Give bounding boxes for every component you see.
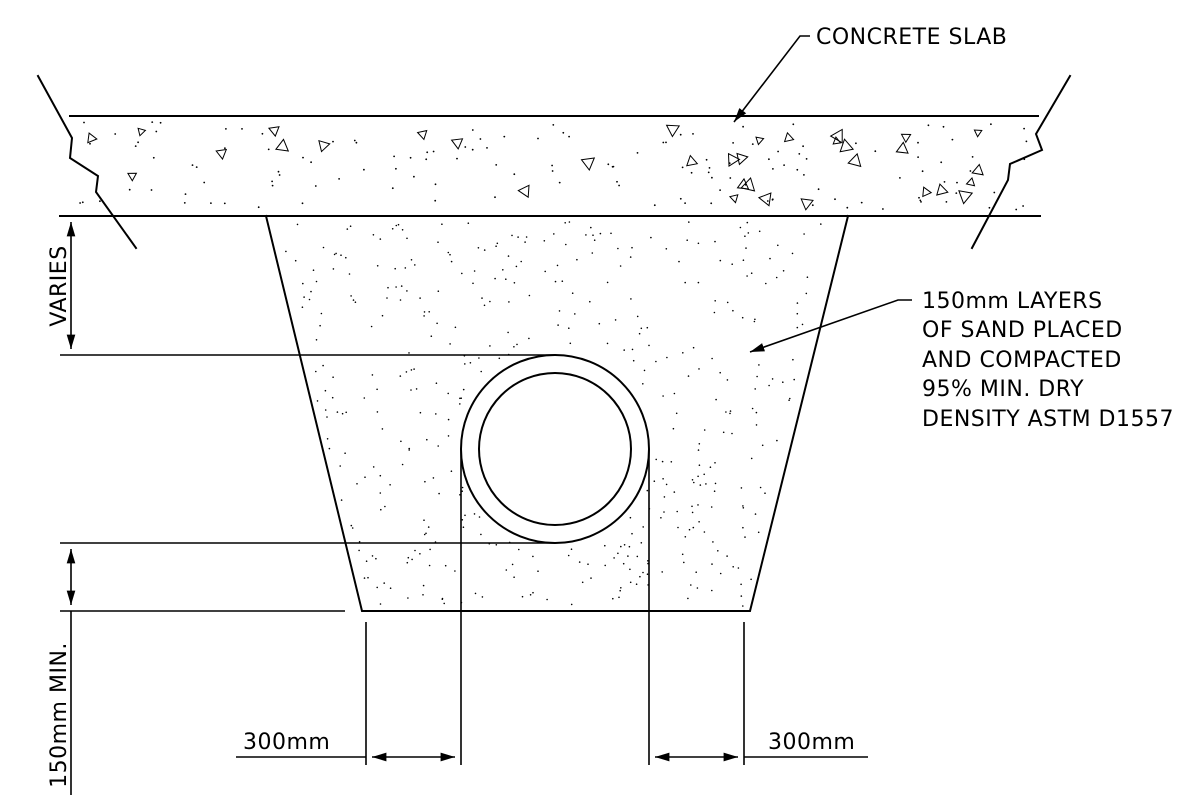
varies-dimension: VARIES: [47, 222, 76, 349]
bedding-dimension: 150mm MIN.: [47, 549, 76, 795]
sand-leader: 150mm LAYERS OF SAND PLACED AND COMPACTE…: [749, 289, 1174, 432]
sand-note-line-2: OF SAND PLACED: [922, 318, 1123, 343]
sand-backfill-trench: [264, 214, 850, 612]
sand-stipple-texture: [285, 221, 822, 607]
bedding-min-label: 150mm MIN.: [47, 642, 72, 788]
pipe: [460, 354, 650, 544]
slab-leader: CONCRETE SLAB: [733, 25, 1007, 123]
right-side-label: 300mm: [768, 730, 855, 755]
sand-note-line-4: 95% MIN. DRY: [922, 377, 1084, 402]
pipe-outer-wall: [460, 354, 650, 544]
right-break-line: [970, 74, 1072, 250]
sand-note-line-5: DENSITY ASTM D1557: [922, 407, 1174, 432]
right-side-dimension: 300mm: [655, 730, 868, 762]
trench-walls: [264, 214, 850, 612]
concrete-slab: [36, 74, 1072, 250]
sand-note-line-1: 150mm LAYERS: [922, 289, 1103, 314]
extension-lines: [60, 354, 745, 765]
slab-label: CONCRETE SLAB: [816, 25, 1007, 50]
pipe-inner-wall: [478, 372, 632, 526]
sand-note-line-3: AND COMPACTED: [922, 348, 1122, 373]
left-side-label: 300mm: [243, 730, 330, 755]
left-side-dimension: 300mm: [236, 730, 455, 762]
left-break-line: [36, 74, 138, 250]
slab-aggregate-texture: [79, 121, 1028, 211]
varies-label: VARIES: [47, 245, 72, 326]
